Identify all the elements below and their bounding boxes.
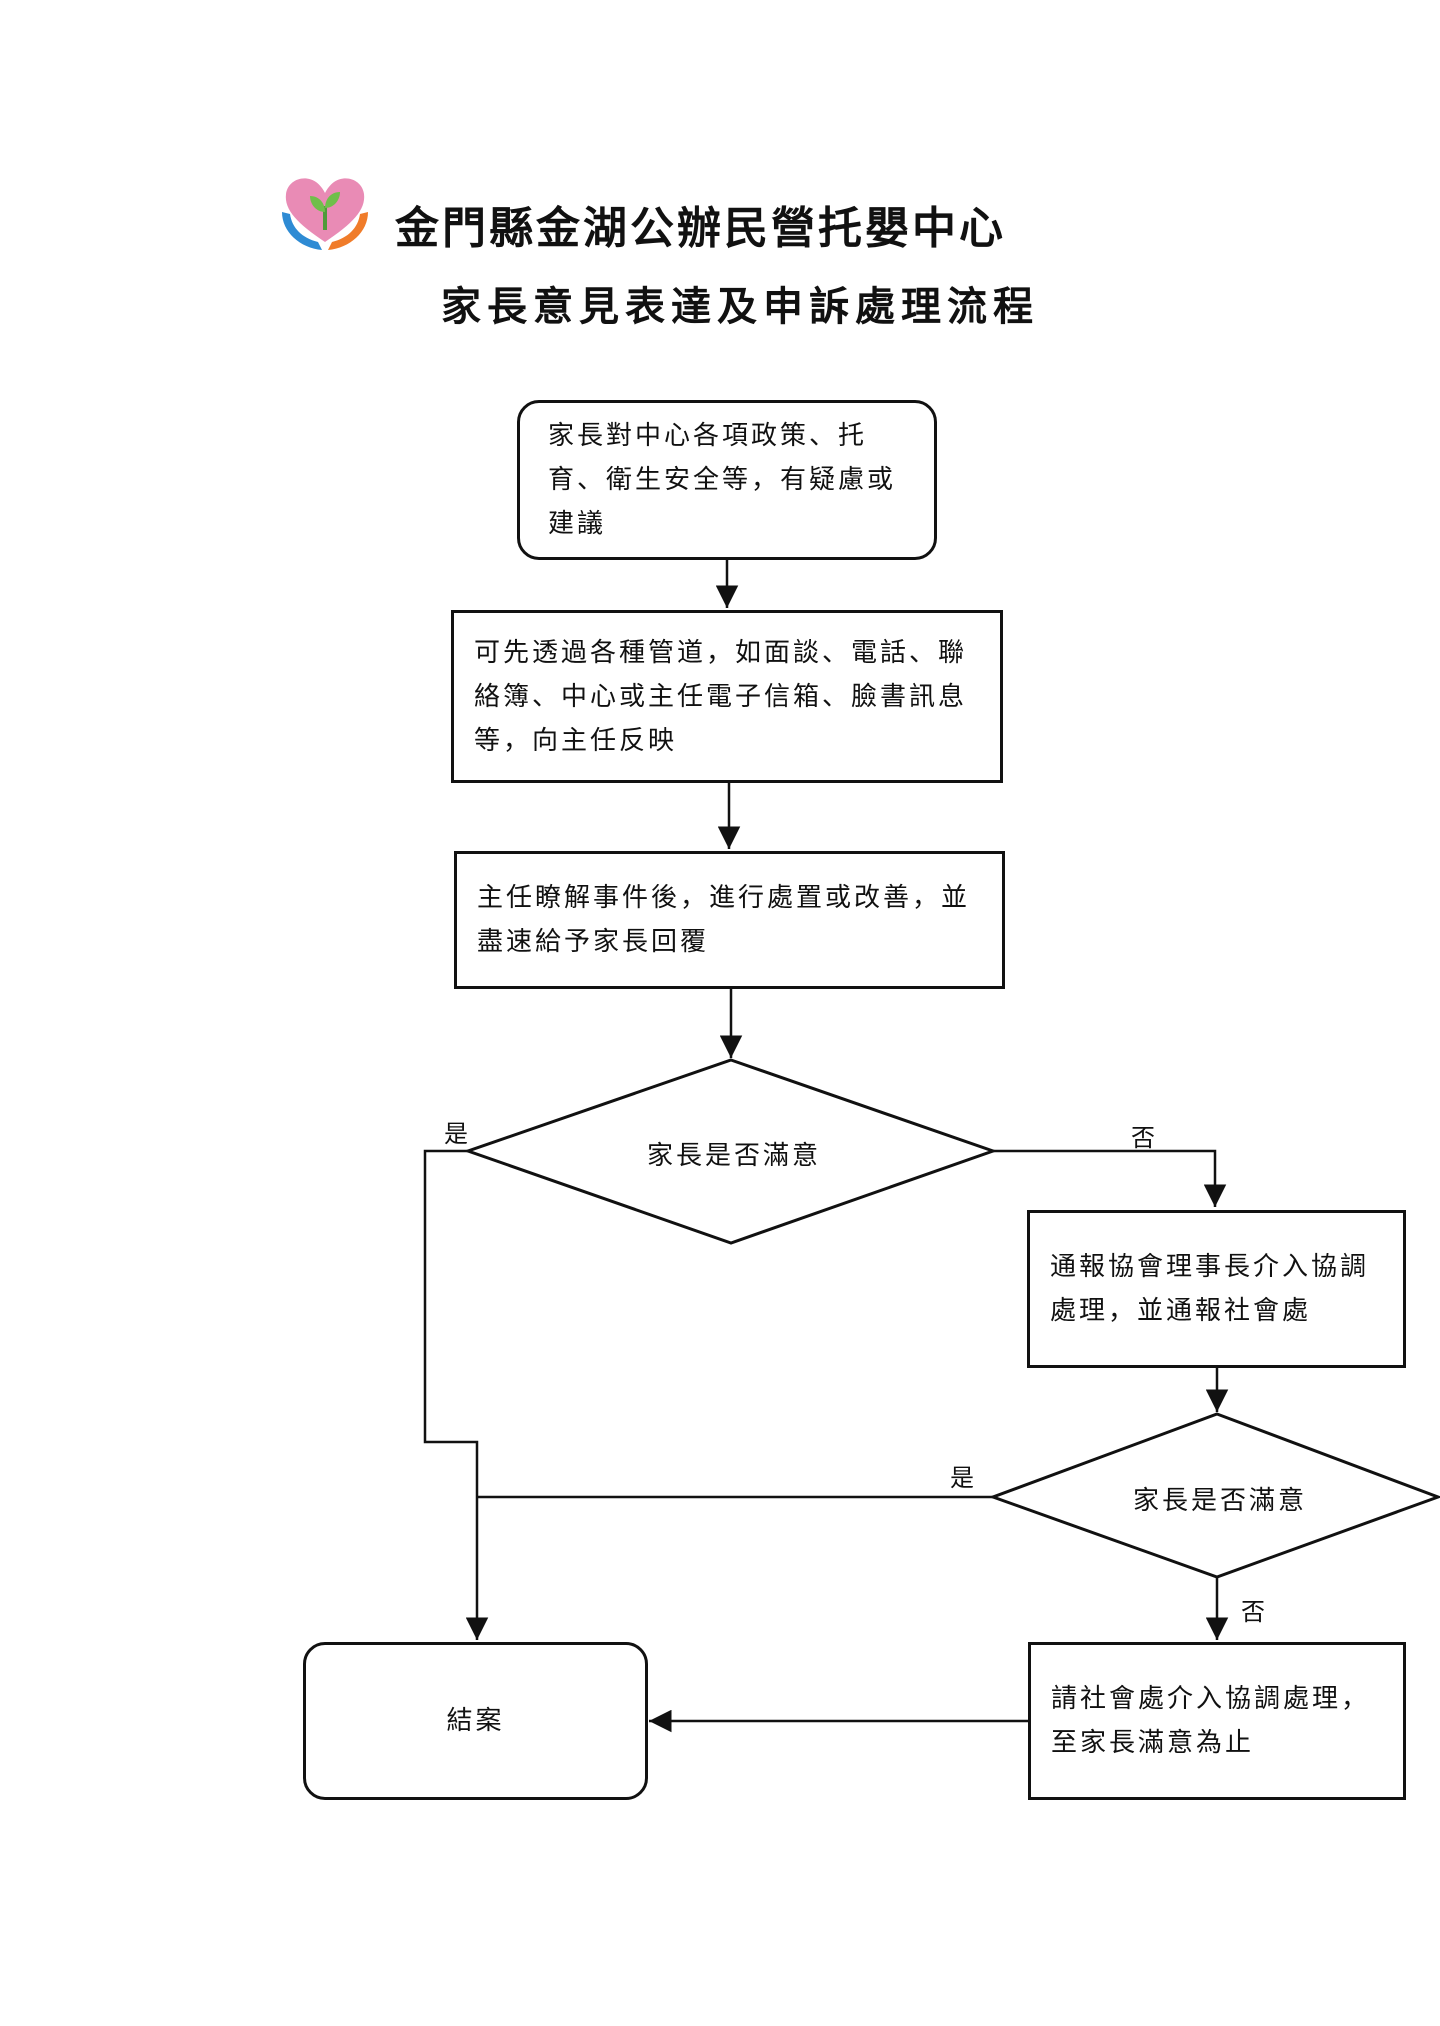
- step1-text: 家長對中心各項政策、托育、衛生安全等，有疑慮或建議: [548, 421, 897, 539]
- end-text: 結案: [446, 1706, 505, 1736]
- step4-box: 通報協會理事長介入協調處理，並通報社會處: [1027, 1210, 1406, 1368]
- page-header: 金門縣金湖公辦民營托嬰中心 家長意見表達及申訴處理流程: [0, 0, 1440, 360]
- step5-text: 請社會處介入協調處理，至家長滿意為止: [1051, 1684, 1371, 1758]
- page-subtitle: 家長意見表達及申訴處理流程: [441, 283, 1039, 330]
- step1-box: 家長對中心各項政策、托育、衛生安全等，有疑慮或建議: [517, 400, 937, 560]
- step3-text: 主任瞭解事件後，進行處置或改善，並盡速給予家長回覆: [477, 883, 971, 957]
- decision2-no-label: 否: [1241, 1598, 1265, 1626]
- decision1-label: 家長是否滿意: [647, 1141, 822, 1171]
- decision1-no-label: 否: [1131, 1124, 1155, 1152]
- heart-hands-sprout-icon: [282, 178, 368, 250]
- arrow-decision1-no: [993, 1149, 1227, 1207]
- step2-box: 可先透過各種管道，如面談、電話、聯絡簿、中心或主任電子信箱、臉書訊息等，向主任反…: [451, 610, 1003, 783]
- decision1-yes-label: 是: [444, 1120, 468, 1148]
- step5-box: 請社會處介入協調處理，至家長滿意為止: [1028, 1642, 1406, 1800]
- decision2-label: 家長是否滿意: [1133, 1486, 1308, 1516]
- step2-text: 可先透過各種管道，如面談、電話、聯絡簿、中心或主任電子信箱、臉書訊息等，向主任反…: [474, 637, 968, 756]
- page-title: 金門縣金湖公辦民營托嬰中心: [395, 203, 1006, 254]
- decision1-diamond: [463, 1058, 998, 1245]
- decision2-diamond: [988, 1412, 1440, 1579]
- decision2-yes-label: 是: [950, 1464, 974, 1492]
- line-decision1-yes: [423, 1149, 479, 1497]
- step4-text: 通報協會理事長介入協調處理，並通報社會處: [1050, 1252, 1370, 1326]
- end-box: 結案: [303, 1642, 648, 1800]
- step3-box: 主任瞭解事件後，進行處置或改善，並盡速給予家長回覆: [454, 851, 1005, 989]
